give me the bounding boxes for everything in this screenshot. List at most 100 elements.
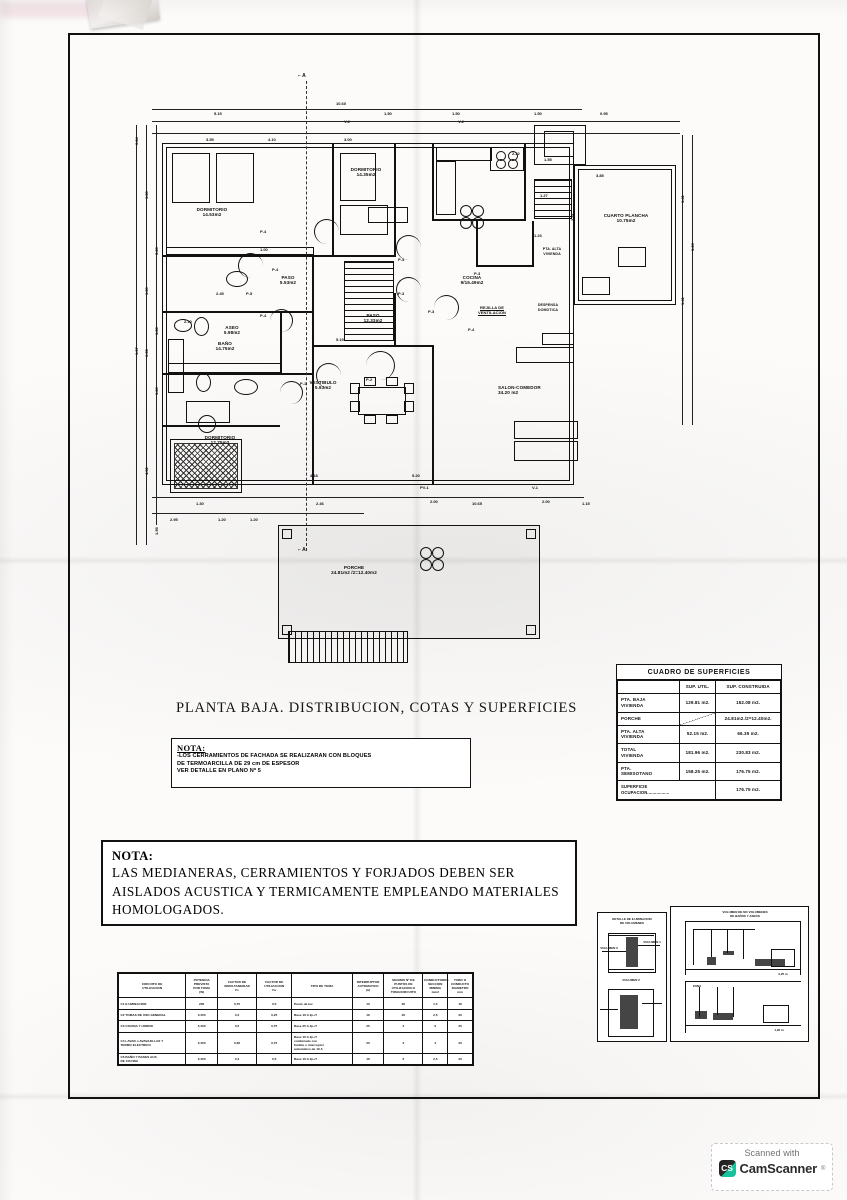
dimension-left-1: 1.50	[144, 191, 149, 199]
circuito-max-puntos: 2	[383, 1020, 424, 1033]
door-tag-p3-d: P-3	[474, 271, 481, 276]
dimension-inner-6: 4.18	[310, 473, 318, 478]
table-row: C1 ILUMINACION 200 0,75 0,5 Punto de luz…	[117, 997, 473, 1010]
circuito-seccion: 4	[422, 1031, 449, 1054]
partition-wall	[312, 255, 314, 425]
circuito-fu: 0,25	[256, 1008, 293, 1022]
cuadro-row-label: PTA. SEMISOTANO	[617, 761, 680, 782]
detalle-room-edge	[685, 921, 686, 975]
circuito-seccion: 2,5	[422, 1008, 449, 1022]
door-swing	[396, 235, 421, 260]
nota-fachada-line-1: -LOS CERRAMIENTOS DE FACHADA SE REALIZAR…	[177, 753, 372, 759]
circuito-tubo: 20	[447, 1052, 473, 1066]
dining-chair	[350, 401, 360, 412]
dimension-left-3: 1.50	[144, 287, 149, 295]
detalle-fixture	[695, 1011, 707, 1019]
washing-machine	[618, 247, 646, 267]
porche-column	[282, 529, 292, 539]
partition-wall	[476, 265, 532, 267]
dimension-line-right-1	[682, 135, 683, 425]
dimension-line-top-2	[152, 121, 680, 122]
nota-fachada-line-2: DE TERMOARCILLA DE 29 cm DE ESPESOR	[177, 760, 300, 767]
partition-wall	[312, 345, 432, 347]
circuito-fu: 0,75	[256, 1031, 293, 1054]
detalle-fixture	[707, 957, 716, 965]
circuito-nombre: C5 BAÑO Y BASES AUX. DE COCINA	[117, 1052, 187, 1066]
dimension-top-5: 0.95	[600, 111, 608, 116]
circuito-nombre: C2 TOMAS DE USO GENERAL	[117, 1008, 187, 1022]
circuito-nombre: C1 ILUMINACION	[117, 997, 187, 1010]
cuadro-de-superficies: CUADRO DE SUPERFICIES SUP. UTIL. SUP. CO…	[616, 664, 782, 801]
dimension-left-5: 0.95	[144, 349, 149, 357]
detalle-plan-frame	[608, 989, 654, 1037]
circuitos-header-5: INTERRUPTOR AUTOMATICO (A)	[351, 972, 385, 999]
detalle-leader	[642, 1003, 662, 1004]
tabla-circuitos-utilizacion: CIRCUITO DE UTILIZACION POTENCIA PREVIST…	[117, 972, 474, 1067]
porche-symbol	[432, 547, 444, 559]
partition-wall	[524, 143, 526, 221]
partition-wall	[476, 219, 478, 267]
kitchen-appliance	[490, 147, 524, 171]
circuito-tipo-toma: Base 25 A 2p+T	[291, 1020, 353, 1033]
partition-wall	[394, 293, 396, 345]
plan-title: PLANTA BAJA. DISTRIBUCION, COTAS Y SUPER…	[176, 700, 578, 716]
circuito-tipo-toma: Base 16 A 2p+T	[291, 1052, 353, 1066]
door-tag-p4-c: P-4	[260, 313, 267, 318]
dimension-left-4: 1.85	[154, 327, 159, 335]
shower-drain	[198, 415, 216, 433]
dimension-inner-1: 1.00	[260, 247, 268, 252]
cuadro-row: PTA. BAJA VIVIENDA 129.81 m2. 152.08 m2.	[617, 692, 781, 713]
detalle-leader	[638, 945, 660, 946]
cuadro-row-construida: 152.08 m2.	[715, 692, 781, 713]
upper-right-block-inner	[544, 131, 574, 157]
cuadro-row-util: 158.25 m2.	[678, 761, 717, 782]
detalle-drop-line	[733, 987, 734, 1017]
dimension-line-left-2	[146, 125, 147, 545]
partition-wall	[332, 255, 394, 257]
table-row: C2 TOMAS DE USO GENERAL 3.450 0,2 0,25 B…	[117, 1008, 473, 1022]
dimension-bottom-6: 2.00	[430, 499, 438, 504]
cuadro-row: PORCHE 24.81m2./2=12.40m2.	[617, 711, 781, 726]
building-envelope-inner	[166, 147, 570, 481]
sofa-1	[516, 347, 574, 363]
dimension-line-bottom-1	[152, 497, 584, 498]
paper-fold-horizontal-lower	[0, 1092, 847, 1101]
detalle-rule	[608, 935, 654, 936]
circuito-interruptor: 20	[351, 1031, 385, 1054]
hob-burner	[508, 159, 518, 169]
circuito-fu: 0,75	[256, 1020, 293, 1033]
cuadro-row-util: 181.96 m2.	[678, 743, 717, 763]
dimension-top-inner-1: 4.10	[268, 137, 276, 142]
detalle-rule	[608, 969, 654, 970]
circuito-max-puntos: 3	[383, 1031, 424, 1054]
cuadro-row-label: PTA. BAJA VIVIENDA	[617, 692, 680, 713]
cuadro-row-construida: 230.83 m2.	[715, 743, 781, 763]
dining-chair	[404, 383, 414, 394]
porche-symbol	[432, 559, 444, 571]
circuito-potencia: 3.450	[185, 1052, 219, 1066]
table-row: C3 COCINA Y HORNO 5.400 0,5 0,75 Base 25…	[117, 1020, 473, 1033]
circuitos-header-1: POTENCIA PREVISTA POR TOMA (W)	[185, 972, 219, 999]
dimension-left-7: 1.80	[154, 387, 159, 395]
porche-outline	[278, 525, 540, 639]
toilet-bano	[196, 373, 211, 392]
door-swing	[396, 277, 421, 302]
porche-symbol	[420, 559, 432, 571]
circuitos-header-4: TIPO DE TOMA	[291, 972, 353, 999]
cuadro-row-construida: 24.81m2./2=12.40m2.	[715, 711, 781, 726]
circuito-fs: 0,2	[217, 1008, 258, 1022]
toilet-aseo	[194, 317, 209, 336]
window-tag-pv1: PV-1	[420, 485, 429, 490]
detalle-note-1: VOLUMEN 1	[643, 940, 661, 944]
detalle-drop-line	[699, 987, 700, 1017]
nota-medianeras-line-2: AISLADOS ACUSTICA Y TERMICAMENTE EMPLEAN…	[112, 883, 560, 899]
dimension-inner-0: 2.45	[216, 291, 224, 296]
detalle-note-2: VOLUMEN 2	[622, 978, 640, 982]
window-tag-v1-a: V-1	[532, 485, 539, 490]
upper-right-block	[534, 125, 586, 165]
door-tag-p1: P-1	[300, 381, 307, 386]
section-axis-line	[306, 81, 307, 551]
